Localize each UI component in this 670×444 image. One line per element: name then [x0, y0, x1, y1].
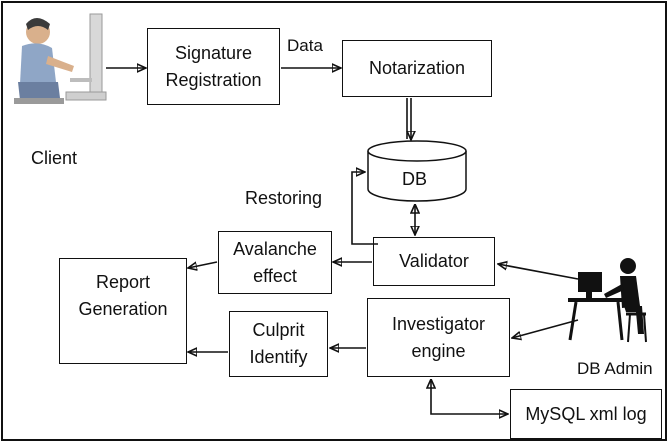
investigator-mysql-double-arrow: [431, 380, 508, 414]
investigator-engine-box: Investigator engine: [367, 298, 510, 377]
db-admin-label: DB Admin: [577, 359, 653, 378]
report-generation-box: Report Generation: [59, 258, 187, 364]
mysql-xml-log-box: MySQL xml log: [510, 389, 662, 439]
admin-to-investigator-arrow: [512, 319, 579, 338]
db-label: DB: [402, 169, 428, 189]
validator-box: Validator: [373, 237, 495, 286]
db-admin-person-desk-icon: [568, 258, 647, 343]
db-cylinder-shape: [367, 140, 467, 202]
avalanche-effect-box: Avalanche effect: [218, 231, 332, 294]
client-label: Client: [31, 148, 78, 168]
avalanche-to-report-arrow: [188, 261, 218, 268]
restoring-loop-arrow: [351, 172, 378, 245]
restoring-label: Restoring: [245, 188, 323, 208]
signature-registration-box: Signature Registration: [147, 28, 280, 105]
admin-to-validator-arrow: [498, 264, 579, 280]
culprit-identify-box: Culprit Identify: [229, 311, 328, 377]
client-person-computer-icon: [14, 13, 107, 104]
data-label: Data: [287, 36, 323, 55]
notarization-box: Notarization: [342, 40, 492, 97]
